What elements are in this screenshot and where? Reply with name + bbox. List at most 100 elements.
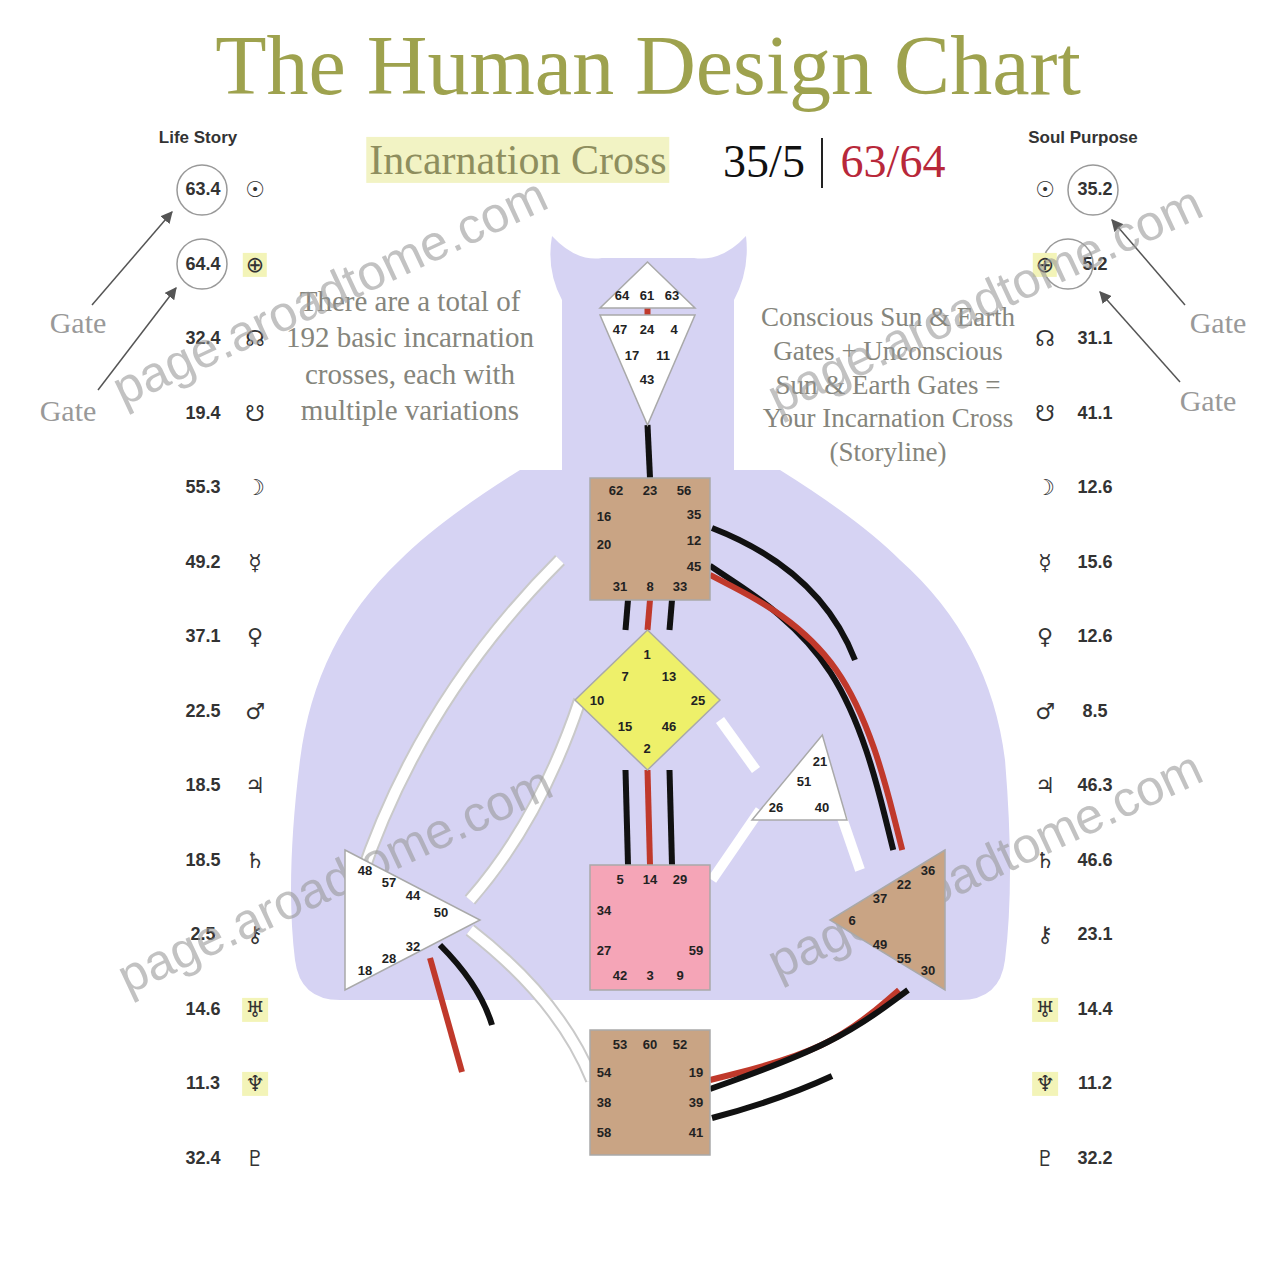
gate-number: 26	[769, 801, 783, 814]
channel-line	[710, 990, 908, 1089]
inactive-channel	[720, 720, 756, 770]
g-center: 1 7 13 10 25 15 2 46	[575, 630, 720, 770]
gate-number: 35	[687, 508, 701, 521]
planet-symbol: ♀	[247, 625, 263, 649]
center-outline	[600, 315, 695, 425]
gate-line-number: 46.6	[1077, 851, 1112, 871]
channel-line	[710, 566, 893, 850]
gate-number: 23	[643, 484, 657, 497]
gate-number: 20	[597, 538, 611, 551]
gate-line-number: 23.1	[1077, 925, 1112, 945]
gate-number: 5	[616, 873, 623, 886]
hanging-gate-line	[430, 958, 462, 1072]
gate-number: 25	[691, 694, 705, 707]
center-outline	[345, 850, 480, 990]
gate-number: 24	[640, 323, 654, 336]
callout-label: Gate	[1180, 384, 1237, 417]
gate-line-number: 37.1	[185, 627, 220, 647]
planet-symbol: ☽	[245, 476, 265, 500]
gate-number: 18	[358, 964, 372, 977]
gate-number: 46	[662, 720, 676, 733]
gate-number: 45	[687, 560, 701, 573]
gate-number: 51	[797, 775, 811, 788]
gate-line-number: 35.2	[1077, 180, 1112, 200]
leader-arrow	[92, 212, 172, 305]
channel	[626, 600, 673, 630]
gate-line-number: 14.4	[1077, 1000, 1112, 1020]
gate-number: 44	[406, 889, 420, 902]
gate-line-number: 14.6	[185, 1000, 220, 1020]
gate-number: 29	[673, 873, 687, 886]
gate-number: 55	[897, 952, 911, 965]
planet-symbol: ☉	[245, 178, 265, 202]
gate-line-number: 55.3	[185, 478, 220, 498]
gate-number: 9	[676, 969, 683, 982]
gate-number: 2	[643, 742, 650, 755]
gate-number: 36	[921, 864, 935, 877]
gate-number: 61	[640, 289, 654, 302]
gate-line-number: 64.4	[185, 255, 220, 275]
gate-number: 13	[662, 670, 676, 683]
gate-number: 7	[621, 670, 628, 683]
gate-number: 54	[597, 1066, 611, 1079]
center-outline	[575, 630, 720, 770]
heart-center: 21512640	[752, 735, 847, 820]
channel	[710, 990, 908, 1089]
gate-number: 28	[382, 952, 396, 965]
channel	[647, 308, 648, 315]
gate-number: 15	[618, 720, 632, 733]
channel-line	[648, 770, 651, 865]
planet-symbol: ☊	[1035, 327, 1055, 351]
gate-number: 14	[643, 873, 657, 886]
gate-line-number: 15.6	[1077, 553, 1112, 573]
gate-number: 6	[848, 914, 855, 927]
root-center: 536052541938395841	[590, 1030, 710, 1155]
center-outline	[590, 865, 710, 990]
gate-number: 30	[921, 964, 935, 977]
spleen-center: 48574450322818	[345, 850, 480, 990]
planet-symbol: ♃	[1035, 774, 1055, 798]
gate-number: 10	[590, 694, 604, 707]
gate-number: 1	[643, 648, 650, 661]
planet-symbol: ♇	[1035, 1146, 1055, 1170]
planet-symbol: ♆	[242, 1072, 268, 1096]
ajna-center: 47244174311	[600, 315, 695, 425]
channel-line	[710, 990, 899, 1080]
center-outline	[600, 262, 695, 308]
gate-number: 34	[597, 904, 611, 917]
center-outline	[590, 1030, 710, 1155]
gate-number: 22	[897, 878, 911, 891]
body-torso	[291, 470, 1010, 1000]
callout-label: Gate	[1190, 306, 1247, 339]
throat-center: 622356163520124531833	[590, 478, 710, 600]
gate-number: 58	[597, 1126, 611, 1139]
center-outline	[830, 850, 945, 990]
gate-circle	[177, 239, 227, 289]
gate-line-number: 11.3	[186, 1074, 220, 1094]
gate-number: 50	[434, 906, 448, 919]
gate-number: 12	[687, 534, 701, 547]
gate-number: 43	[640, 373, 654, 386]
gate-line-number: 63.4	[185, 180, 220, 200]
channel-line	[710, 575, 902, 850]
gate-number: 49	[873, 938, 887, 951]
planet-symbol: ♅	[1032, 997, 1058, 1021]
gate-line-number: 31.1	[1077, 329, 1112, 349]
gate-number: 39	[689, 1096, 703, 1109]
channel-line	[626, 770, 629, 865]
gate-number: 64	[615, 289, 629, 302]
planet-symbol: ♀	[1037, 625, 1053, 649]
channel	[710, 566, 902, 850]
gate-number: 59	[689, 944, 703, 957]
gate-number: 32	[406, 940, 420, 953]
gate-number: 3	[646, 969, 653, 982]
gate-line-number: 19.4	[185, 404, 220, 424]
center-outline	[752, 735, 847, 820]
gate-line-number: 11.2	[1078, 1074, 1112, 1094]
hanging-gate-line	[712, 528, 855, 660]
gate-line-number: 41.1	[1077, 404, 1112, 424]
gate-circle	[177, 165, 227, 215]
gate-number: 48	[358, 864, 372, 877]
gate-number: 17	[625, 349, 639, 362]
inactive-channel	[470, 930, 592, 1080]
